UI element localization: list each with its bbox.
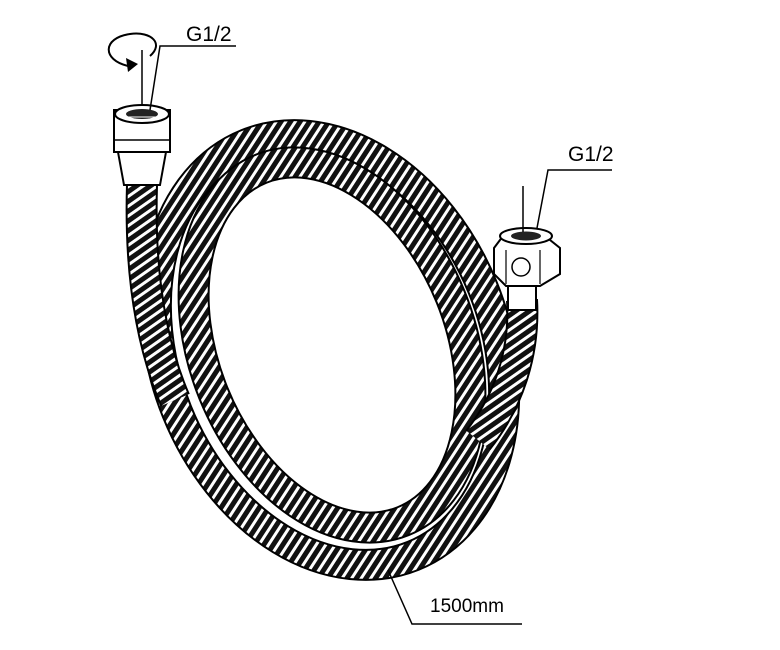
rotate-arrow-icon [107,32,157,104]
leader-lines [149,45,612,625]
left-fitting [113,104,171,186]
leader-length [387,569,522,625]
hose-right-tail [465,299,539,450]
hose-left-tail [125,184,190,407]
leader-top [149,45,236,111]
right-fitting [493,227,561,311]
thread-label-right: G1/2 [568,143,614,166]
thread-label-left: G1/2 [186,23,232,46]
leader-right [536,169,612,229]
hose-coil [139,119,521,581]
length-label: 1500mm [430,596,504,617]
